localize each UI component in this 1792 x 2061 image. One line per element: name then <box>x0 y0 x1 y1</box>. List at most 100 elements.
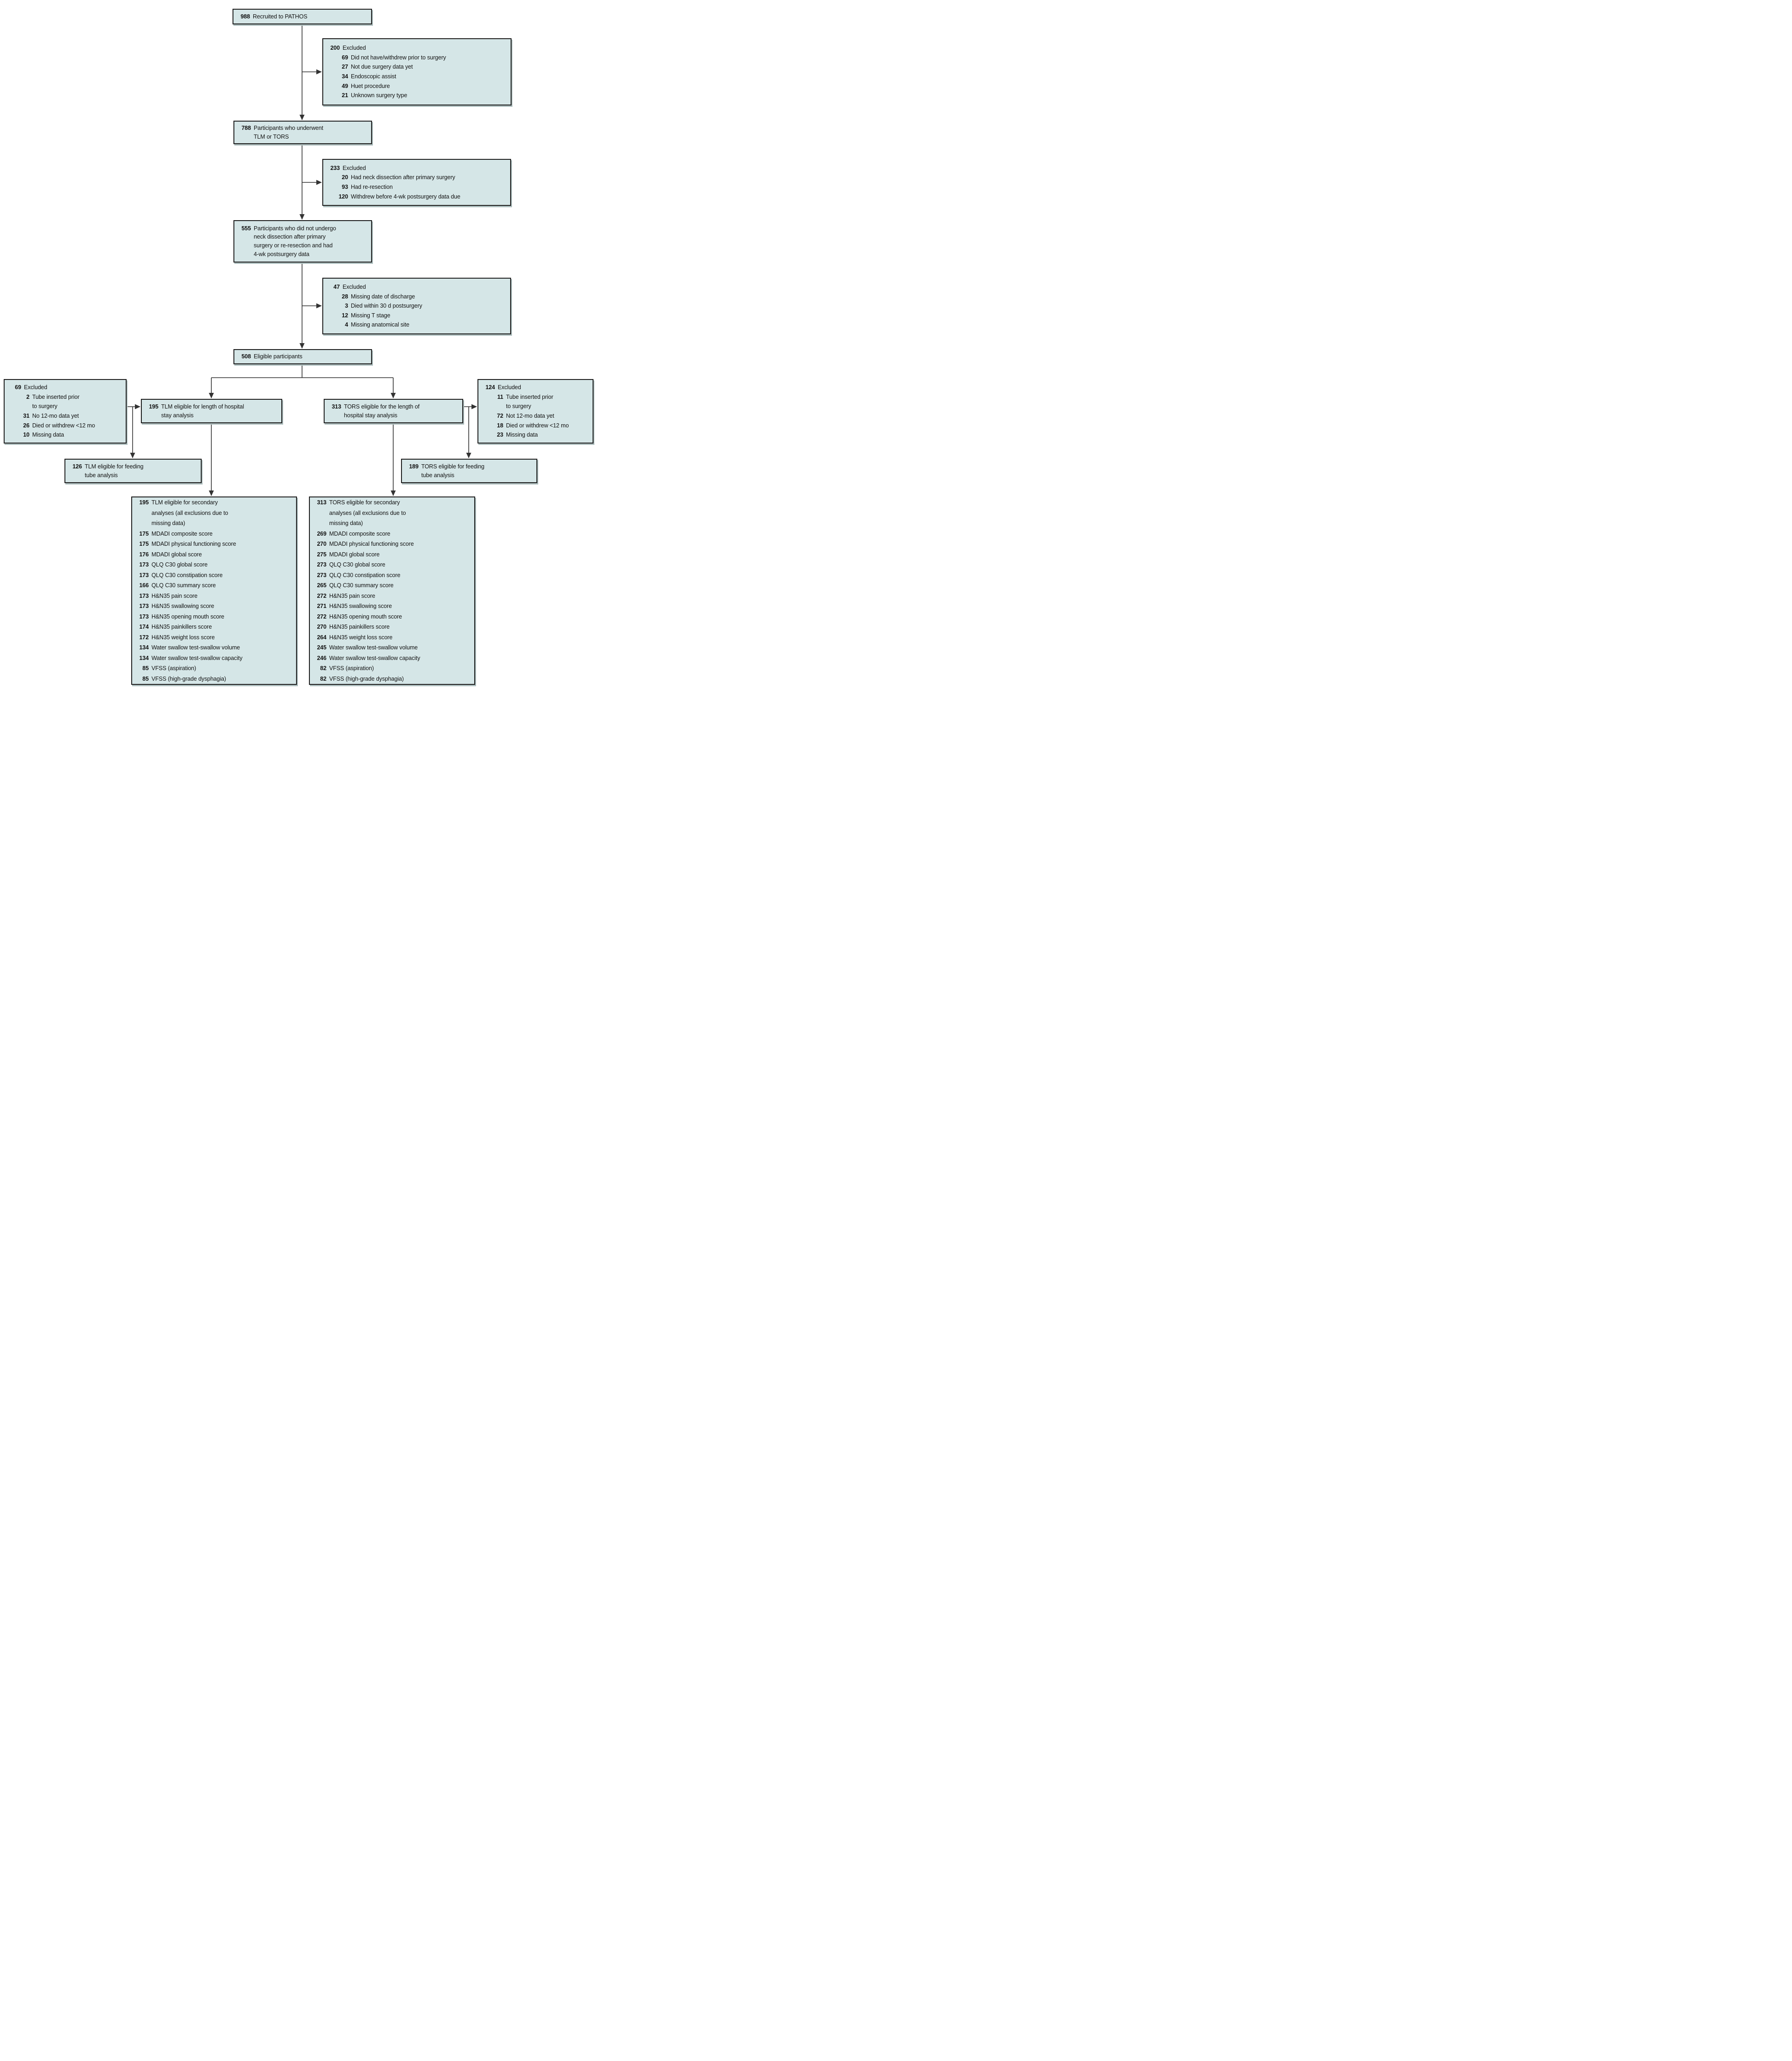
row-label: Huet procedure <box>351 82 390 89</box>
row-count: 82 <box>320 675 326 682</box>
row-count: 273 <box>317 561 326 568</box>
row-label: Eligible participants <box>254 353 303 360</box>
row-label: H&N35 opening mouth score <box>151 613 225 620</box>
row-label: Missing date of discharge <box>351 293 415 300</box>
row-count: 173 <box>139 603 149 609</box>
row-count: 233 <box>330 164 340 171</box>
row-label: H&N35 painkillers score <box>329 624 390 630</box>
row-count: 175 <box>139 541 149 547</box>
row-count: 11 <box>497 393 503 400</box>
row-label: MDADI physical functioning score <box>151 541 236 547</box>
row-count: 313 <box>317 499 326 506</box>
row-label: Excluded <box>343 45 366 52</box>
row-label: H&N35 pain score <box>329 592 375 599</box>
row-label: Excluded <box>498 384 521 391</box>
row-label: MDADI global score <box>151 551 202 558</box>
row-count: 23 <box>497 432 503 438</box>
row-count: 195 <box>139 499 149 506</box>
row-label: QLQ C30 global score <box>151 561 208 568</box>
row-label: H&N35 weight loss score <box>151 634 215 641</box>
row-count: 245 <box>317 644 326 651</box>
row-label: H&N35 swallowing score <box>329 603 392 609</box>
row-count: 265 <box>317 582 326 589</box>
row-label: VFSS (aspiration) <box>151 665 196 671</box>
row-label: Died within 30 d postsurgery <box>351 303 422 309</box>
row-count: 270 <box>317 624 326 630</box>
row-label: H&N35 pain score <box>151 592 198 599</box>
row-label: Missing T stage <box>351 312 390 319</box>
row-label: TLM eligible for feeding tube analysis <box>85 463 144 479</box>
row-count: 173 <box>139 592 149 599</box>
row-label: H&N35 swallowing score <box>151 603 215 609</box>
row-label: QLQ C30 constipation score <box>151 572 223 578</box>
row-count: 69 <box>342 54 348 61</box>
row-count: 273 <box>317 572 326 578</box>
row-label: MDADI global score <box>329 551 380 558</box>
row-count: 271 <box>317 603 326 609</box>
row-count: 200 <box>330 45 340 52</box>
row-label: Did not have/withdrew prior to surgery <box>351 54 446 61</box>
row-count: 34 <box>342 73 348 80</box>
row-label: VFSS (high-grade dysphagia) <box>151 675 226 682</box>
row-count: 85 <box>142 675 149 682</box>
row-label: Water swallow test-swallow capacity <box>151 654 243 661</box>
row-label: MDADI physical functioning score <box>329 541 414 547</box>
row-label: Missing anatomical site <box>351 321 409 328</box>
row-count: 93 <box>342 184 348 190</box>
row-count: 176 <box>139 551 149 558</box>
row-count: 173 <box>139 561 149 568</box>
row-count: 82 <box>320 665 326 671</box>
row-count: 120 <box>338 193 348 200</box>
row-count: 134 <box>139 654 149 661</box>
row-count: 269 <box>317 530 326 537</box>
row-label: Excluded <box>343 283 366 290</box>
row-count: 18 <box>497 422 503 429</box>
row-count: 4 <box>345 321 348 328</box>
row-count: 788 <box>241 124 251 131</box>
row-label: QLQ C30 summary score <box>151 582 216 589</box>
row-count: 20 <box>342 174 348 181</box>
row-label: TORS eligible for feeding tube analysis <box>421 463 484 479</box>
row-count: 27 <box>342 64 348 70</box>
row-label: Participants who did not undergo neck di… <box>254 225 336 257</box>
